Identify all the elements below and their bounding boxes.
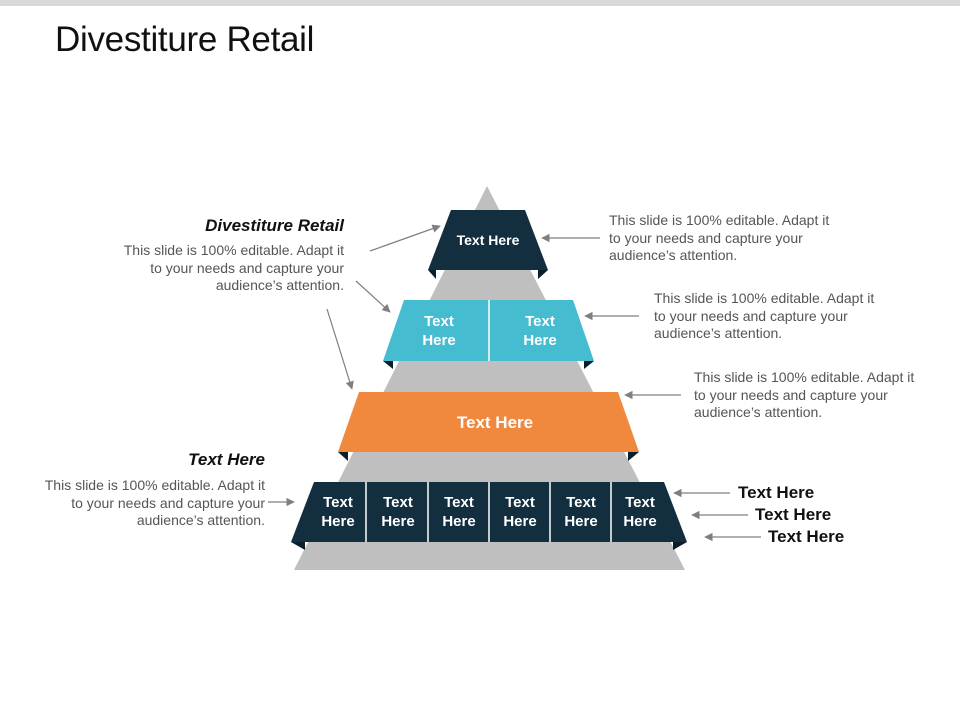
- right-callout-body: This slide is 100% editable. Adapt it to…: [654, 290, 875, 341]
- level2-cell: Text Here: [395, 300, 483, 361]
- right-callout-body: This slide is 100% editable. Adapt it to…: [694, 369, 915, 420]
- left-callout-body: This slide is 100% editable. Adapt it to…: [123, 242, 344, 293]
- level3-fold-left: [338, 452, 348, 461]
- level4-cell: Text Here: [612, 482, 668, 542]
- level4-cell-label: Text Here: [321, 494, 355, 530]
- level4-fold-left: [291, 542, 305, 550]
- arrow-left-to-level2: [355, 280, 391, 313]
- level4-cell-label: Text Here: [442, 494, 476, 530]
- level2-fold-right: [584, 361, 594, 369]
- level3-fold-right: [628, 452, 639, 461]
- level4-cell: Text Here: [310, 482, 366, 542]
- level3-band: [338, 392, 639, 452]
- right-label: Text Here: [738, 483, 815, 502]
- level4-fold-right: [673, 542, 687, 550]
- arrow-left-to-level1: [369, 224, 441, 252]
- level1-band: [428, 210, 548, 270]
- level4-cell-label: Text Here: [623, 494, 657, 530]
- right-label: Text Here: [755, 505, 832, 524]
- level4-cell: Text Here: [490, 482, 550, 542]
- level4-cell-label: Text Here: [564, 494, 598, 530]
- left-callout-heading: Text Here: [188, 450, 265, 469]
- pyramid-background: [294, 186, 685, 570]
- level4-cell: Text Here: [429, 482, 489, 542]
- level4-dividers: [365, 482, 612, 542]
- top-border: [0, 0, 960, 6]
- level2-cell-label: Text Here: [523, 312, 557, 349]
- level4-cell-label: Text Here: [381, 494, 415, 530]
- level4-cell: Text Here: [551, 482, 611, 542]
- level1-label: Text Here: [456, 231, 520, 248]
- level1-fold-left: [428, 270, 436, 279]
- level4-cell-label: Text Here: [503, 494, 537, 530]
- level1-fold-right: [538, 270, 548, 279]
- level3-label: Text Here: [456, 412, 534, 432]
- level4-cell: Text Here: [368, 482, 428, 542]
- arrow-left-to-level3: [326, 308, 354, 390]
- right-label: Text Here: [768, 527, 845, 546]
- left-callout-heading: Divestiture Retail: [205, 216, 344, 235]
- page-title: Divestiture Retail: [55, 20, 315, 59]
- level2-cell: Text Here: [495, 300, 585, 361]
- left-callout-body: This slide is 100% editable. Adapt it to…: [44, 477, 265, 528]
- level2-cell-label: Text Here: [422, 312, 456, 349]
- level2-fold-left: [383, 361, 393, 369]
- right-callout-body: This slide is 100% editable. Adapt it to…: [609, 212, 830, 263]
